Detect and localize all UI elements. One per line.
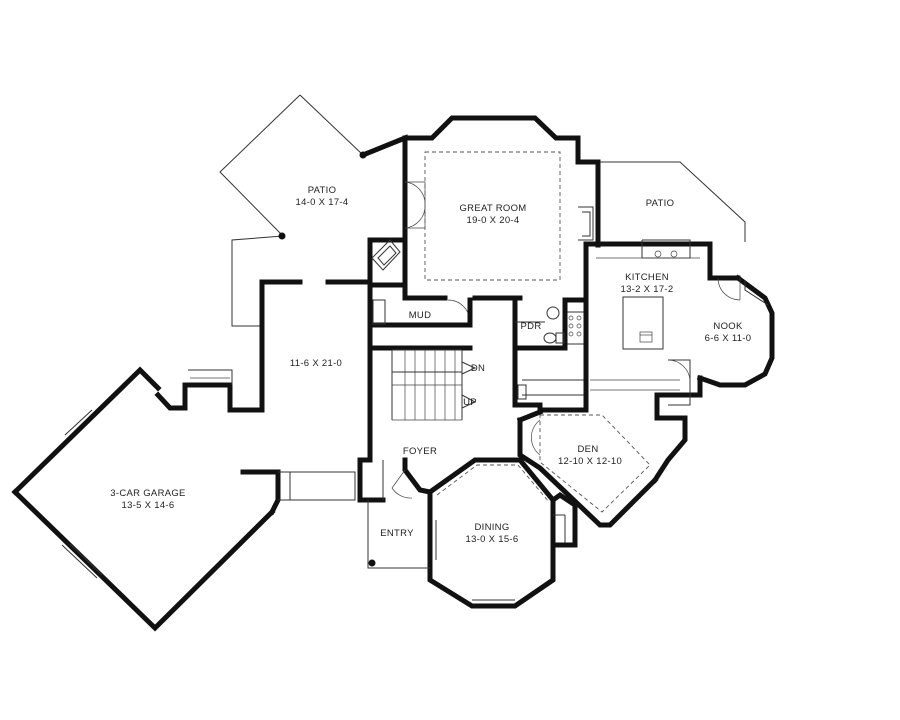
dining-dims: 13-0 X 15-6 — [466, 534, 519, 545]
den-name: DEN — [578, 444, 599, 455]
patio-left-dims: 14-0 X 17-4 — [296, 197, 349, 208]
entry-name: ENTRY — [380, 528, 414, 539]
kitchen-dims: 13-2 X 17-2 — [621, 284, 674, 295]
patio-right-name: PATIO — [646, 198, 675, 209]
stair-treads — [392, 349, 462, 421]
pdr-name: PDR — [521, 321, 542, 332]
core-walls — [154, 241, 589, 423]
great-room-walls — [359, 115, 601, 301]
foyer-dining-walls — [357, 417, 578, 609]
patio-left-outline — [219, 94, 367, 327]
room-labels: PATIO 14-0 X 17-4 GREAT ROOM 19-0 X 20-4… — [110, 185, 751, 545]
great-room-ceiling-dashed — [424, 151, 561, 281]
great-room-name: GREAT ROOM — [459, 203, 526, 214]
great-room-dims: 19-0 X 20-4 — [467, 215, 520, 226]
kitchen-name: KITCHEN — [625, 272, 669, 283]
stair-up-label: UP — [463, 397, 477, 408]
dining-name: DINING — [474, 522, 509, 533]
garage-dims: 13-5 X 14-6 — [122, 500, 175, 511]
kitchen-walls — [565, 239, 741, 391]
nook-walls — [651, 274, 775, 484]
den-dims: 12-10 X 12-10 — [558, 456, 622, 467]
patio-right-outline — [600, 161, 746, 242]
entry-outline — [367, 500, 430, 569]
foyer-name: FOYER — [403, 446, 437, 457]
nook-name: NOOK — [713, 321, 743, 332]
mud-name: MUD — [409, 310, 432, 321]
patio-left-name: PATIO — [308, 185, 337, 196]
garage-name: 3-CAR GARAGE — [110, 488, 185, 499]
bonus-dims: 11-6 X 21-0 — [290, 358, 342, 369]
den-walls — [516, 408, 659, 528]
garage-walls — [11, 366, 356, 632]
stair-down-label: DN — [471, 363, 485, 374]
nook-dims: 6-6 X 11-0 — [705, 333, 752, 344]
